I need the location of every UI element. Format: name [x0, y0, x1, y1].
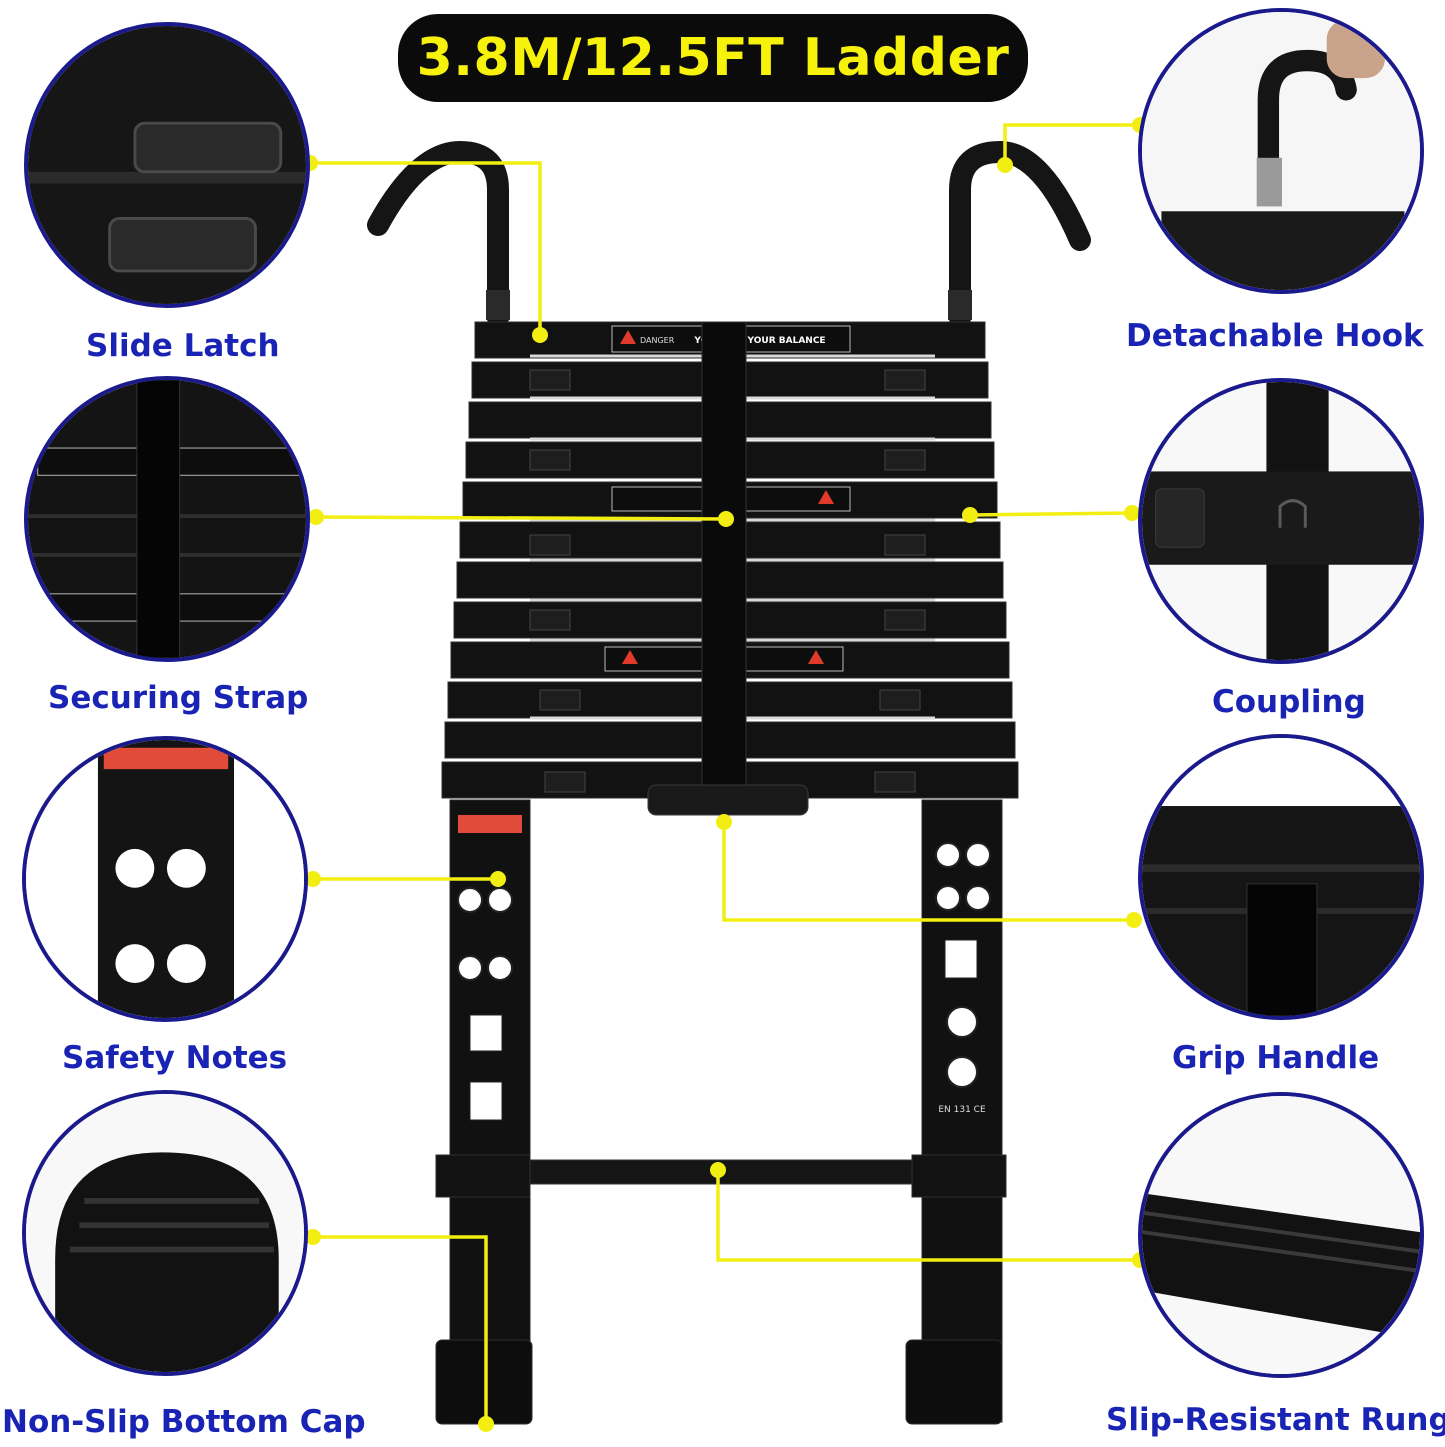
left-hook-collar	[486, 290, 510, 320]
callout-slide-latch	[24, 22, 310, 308]
callout-coupling	[1138, 378, 1424, 664]
label-grip-handle: Grip Handle	[1172, 1040, 1380, 1076]
danger-text: DANGER	[640, 336, 675, 345]
title-banner: 3.8M/12.5FT Ladder	[398, 14, 1028, 102]
label-slip-resistant-rung: Slip-Resistant Rung	[1106, 1402, 1445, 1438]
right-foot-cap	[905, 1339, 1003, 1425]
leader-lines	[310, 123, 1140, 1424]
label-slide-latch: Slide Latch	[86, 328, 280, 364]
grip-handle	[647, 784, 809, 816]
left-safety-label	[458, 815, 522, 833]
standard-text: EN 131 CE	[938, 1105, 986, 1115]
callout-slip-resistant-rung	[1138, 1092, 1424, 1378]
label-non-slip-bottom-cap: Non-Slip Bottom Cap	[2, 1404, 366, 1440]
label-coupling: Coupling	[1212, 684, 1366, 720]
label-securing-strap: Securing Strap	[48, 680, 309, 716]
right-hook-collar	[948, 290, 972, 320]
label-safety-notes: Safety Notes	[62, 1040, 288, 1076]
title-text: 3.8M/12.5FT Ladder	[416, 28, 1010, 88]
left-hook	[367, 140, 509, 329]
callout-safety-notes	[22, 736, 308, 1022]
label-detachable-hook: Detachable Hook	[1126, 318, 1424, 354]
balance-warning-text: YOU LOSE YOUR BALANCE	[693, 336, 825, 346]
callout-detachable-hook	[1138, 8, 1424, 294]
left-foot-cap	[435, 1339, 533, 1425]
securing-strap	[701, 321, 747, 791]
right-hook	[949, 140, 1091, 329]
callout-grip-handle	[1138, 734, 1424, 1020]
callout-non-slip-bottom-cap	[22, 1090, 308, 1376]
callout-securing-strap	[24, 376, 310, 662]
